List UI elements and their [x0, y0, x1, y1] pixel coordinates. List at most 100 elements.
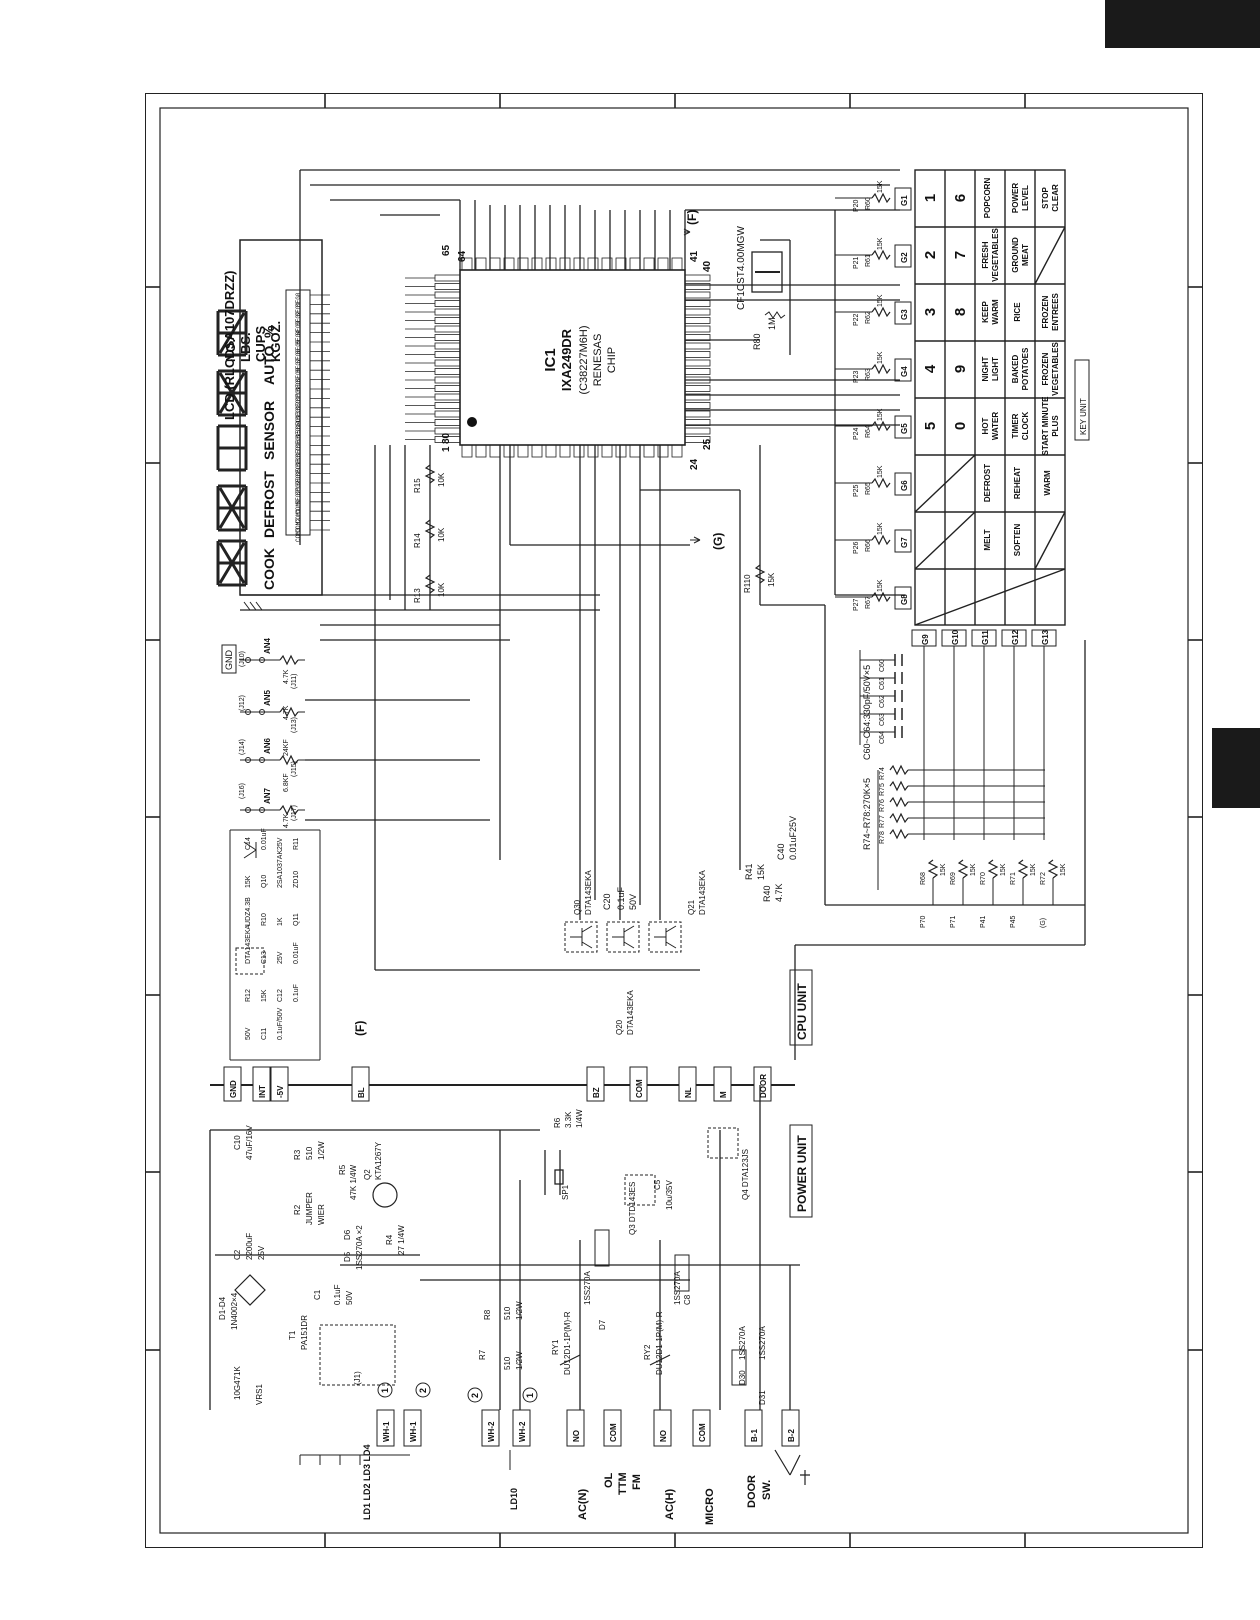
ic1-top-pin	[629, 257, 641, 271]
res-lower-val: 15K	[940, 863, 947, 876]
grid-port-p23: P23	[853, 370, 860, 383]
grid-box-g4	[894, 358, 912, 382]
key-warm[interactable]: WARM	[1043, 470, 1052, 496]
grid-box-g2	[894, 244, 912, 268]
key-night-light[interactable]: NIGHTLIGHT	[981, 356, 1000, 381]
grid-resistor	[871, 420, 891, 432]
power-part-r4: R4	[385, 1234, 394, 1245]
cpu-part-label: ZD10	[293, 871, 300, 888]
grid-res-ref: R64	[865, 425, 872, 438]
ic1-right-pin	[684, 427, 711, 435]
gcol-label-g9: G9	[921, 634, 930, 645]
transistor-part: DTA143EKA	[626, 990, 635, 1035]
schematic-frame	[145, 93, 1203, 1548]
power-part-d31p: 1SS270A	[758, 1326, 767, 1360]
res-note: R74~R78:270K×5	[862, 778, 872, 850]
key-frozen-vegetables[interactable]: FROZENVEGETABLES	[1041, 342, 1060, 396]
connector-label: BZ	[592, 1087, 601, 1098]
res-lower-ref: R69	[950, 872, 957, 885]
ic1-right-pin	[684, 368, 711, 375]
jumper-label: (J11)	[291, 674, 298, 689]
grid-resistor	[871, 192, 891, 204]
cpu-part-label: UDZ4.3B	[245, 897, 252, 926]
power-part-r8: R8	[483, 1309, 492, 1320]
label-door: DOOR	[746, 1475, 758, 1508]
ic1-bottom-pin	[517, 444, 529, 458]
grid-res-ref: R60	[865, 197, 872, 210]
key-hot-water[interactable]: HOTWATER	[981, 412, 1000, 441]
grid-resistor	[871, 477, 891, 489]
key-8[interactable]: 8	[952, 308, 969, 316]
key-4[interactable]: 4	[922, 364, 939, 373]
key-0[interactable]: 0	[952, 422, 969, 430]
lcd-digits	[216, 309, 248, 587]
key-5[interactable]: 5	[922, 422, 939, 430]
res-lower-r70	[987, 859, 999, 879]
ic1-left-pin	[434, 359, 461, 367]
ic1-right-pin	[684, 351, 711, 358]
ic1-pin-40: 40	[702, 260, 713, 272]
power-part-r6v: 3.3K	[564, 1111, 573, 1128]
key-frozen-entrees[interactable]: FROZENENTREES	[1041, 292, 1060, 330]
key-7[interactable]: 7	[952, 251, 969, 259]
gcol-label-g13: G13	[1041, 629, 1050, 645]
key-start-minute-plus[interactable]: START MINUTEPLUS	[1041, 396, 1060, 456]
res-lower-port: (G)	[1040, 918, 1047, 928]
grid-res-ref: R63	[865, 368, 872, 381]
key-ground-meat[interactable]: GROUNDMEAT	[1011, 237, 1030, 273]
cap-c60	[894, 654, 903, 666]
key-baked-potatoes[interactable]: BAKEDPOTATOES	[1011, 347, 1030, 390]
key-soften[interactable]: SOFTEN	[1013, 524, 1022, 557]
power-part-ry1: RY1	[551, 1339, 560, 1355]
circled-number	[415, 1382, 431, 1398]
ic1-left-pin	[434, 410, 461, 418]
key-2[interactable]: 2	[922, 251, 939, 259]
key-9[interactable]: 9	[952, 365, 969, 373]
lcd-pin-seg5: SEG5	[295, 339, 302, 354]
key-rice[interactable]: RICE	[1013, 302, 1022, 322]
key-stop-clear[interactable]: STOPCLEAR	[1041, 184, 1060, 212]
power-part-sp1: SP1	[561, 1184, 570, 1200]
key-timer-clock[interactable]: TIMERCLOCK	[1011, 412, 1030, 441]
circled-number-text: 1	[525, 1393, 535, 1398]
key-fresh-vegetables[interactable]: FRESHVEGETABLES	[981, 228, 1000, 282]
connector-label: DOOR	[759, 1074, 768, 1098]
grid-res-ref: R65	[865, 482, 872, 495]
bottom-connector-label: WH-2	[518, 1421, 527, 1442]
ic1-top-pin	[643, 257, 655, 271]
lcd-pin-seg13: SEG13	[295, 411, 302, 429]
res-r75	[889, 780, 909, 792]
ic1-top-pin	[531, 257, 543, 271]
analog-resistor	[279, 804, 299, 816]
power-part-ry1p: DU12D1-1P(M)-R	[563, 1311, 572, 1375]
res-ref-r15: R15	[413, 478, 422, 493]
circled-number	[522, 1387, 538, 1403]
connector-bz	[586, 1066, 605, 1102]
key-6[interactable]: 6	[952, 194, 969, 202]
power-part-wier: WIER	[317, 1204, 326, 1225]
key-defrost[interactable]: DEFROST	[983, 464, 992, 502]
bottom-connector-b2	[781, 1409, 800, 1447]
cap-label-c60: C60	[879, 659, 886, 672]
key-power-level[interactable]: POWERLEVEL	[1011, 183, 1030, 213]
key-popcorn[interactable]: POPCORN	[983, 178, 992, 219]
analog-value: 6.8KF	[283, 773, 290, 792]
q2-transistor	[372, 1182, 398, 1208]
power-unit-label: POWER UNIT	[795, 1135, 809, 1212]
key-keep-warm[interactable]: KEEPWARM	[981, 299, 1000, 325]
key-3[interactable]: 3	[922, 308, 939, 316]
key-reheat[interactable]: REHEAT	[1013, 467, 1022, 499]
key-melt[interactable]: MELT	[983, 529, 992, 550]
ic1-maker: RENESAS	[592, 334, 604, 387]
power-part-r6w: 1/4W	[575, 1109, 584, 1128]
bottom-connector-label: WH-1	[382, 1421, 391, 1442]
res-lower-val: 15K	[1000, 863, 1007, 876]
key-1[interactable]: 1	[922, 194, 939, 202]
bottom-connector-label: B-1	[750, 1429, 759, 1442]
keypad-key-labels: 1 6 POPCORN POWERLEVEL STOPCLEAR 2 7 FRESHVEGET…	[922, 178, 1060, 557]
res-lower-ref: R68	[920, 872, 927, 885]
